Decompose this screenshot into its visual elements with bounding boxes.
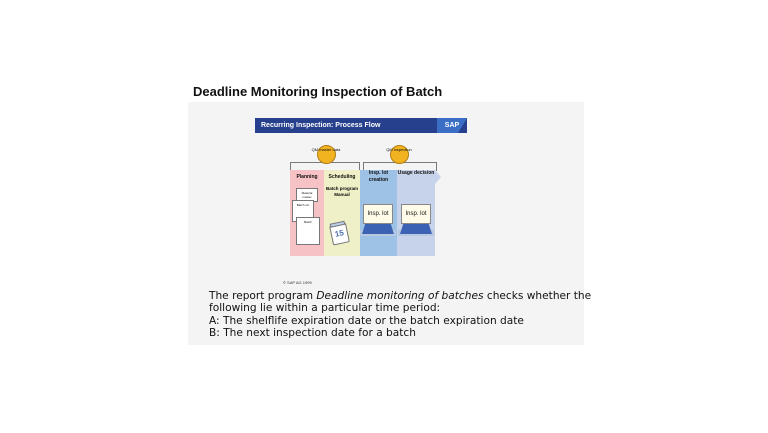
description-line-3: A: The shelflife expiration date or the … <box>209 314 524 327</box>
sap-logo: SAP <box>437 118 467 133</box>
qm-master-label: QM master data <box>311 147 341 152</box>
qm-master-circle-icon <box>317 145 336 164</box>
insp-lot-card-1: Insp. lot <box>363 204 393 224</box>
usage-decision-arrowhead <box>435 170 441 184</box>
phase-usage-decision-label: Usage decision <box>397 170 435 176</box>
phase-planning-label: Planning <box>296 174 318 180</box>
doc-batch: Batch <box>296 217 320 245</box>
report-program-name: Deadline monitoring of batches <box>316 290 484 302</box>
phase-scheduling-label: Scheduling <box>328 174 356 180</box>
calendar-day: 15 <box>334 228 345 239</box>
description-line-1: The report program Deadline monitoring o… <box>209 290 592 302</box>
tray-2 <box>400 224 432 234</box>
phase-insp-lot-creation-label: Insp. lot creation <box>368 170 389 183</box>
phase-scheduling: Scheduling Batch program Manual 15 <box>324 170 360 256</box>
line1-prefix: The report program <box>209 290 317 302</box>
insp-lot-card-2: Insp. lot <box>401 204 431 224</box>
diagram-banner: Recurring Inspection: Process Flow <box>255 118 467 133</box>
qm-inspection-circle-icon <box>390 145 409 164</box>
description-line-2: following lie within a particular time p… <box>209 302 441 315</box>
batch-program-label: Batch program <box>325 186 358 191</box>
tray-1 <box>362 224 394 234</box>
page-title: Deadline Monitoring Inspection of Batch <box>193 84 443 99</box>
calendar-header <box>329 220 346 228</box>
line1-suffix: checks whether the <box>483 290 592 302</box>
phase-insp-lot-creation: Insp. lot creation Insp. lot <box>360 170 397 256</box>
description-line-4: B: The next inspection date for a batch <box>209 327 416 340</box>
process-flow-diagram: Recurring Inspection: Process Flow SAP Q… <box>255 118 467 258</box>
description-text: The report program Deadline monitoring o… <box>209 290 592 340</box>
manual-label: Manual <box>334 192 350 197</box>
phase-usage-decision: Usage decision Insp. lot <box>397 170 435 256</box>
doc-material-master: Material master <box>296 188 318 202</box>
copyright-note: © SAP AG 1999 <box>283 280 312 285</box>
calendar-icon: 15 <box>329 220 350 246</box>
qm-inspection-label: QM inspection <box>386 147 412 152</box>
